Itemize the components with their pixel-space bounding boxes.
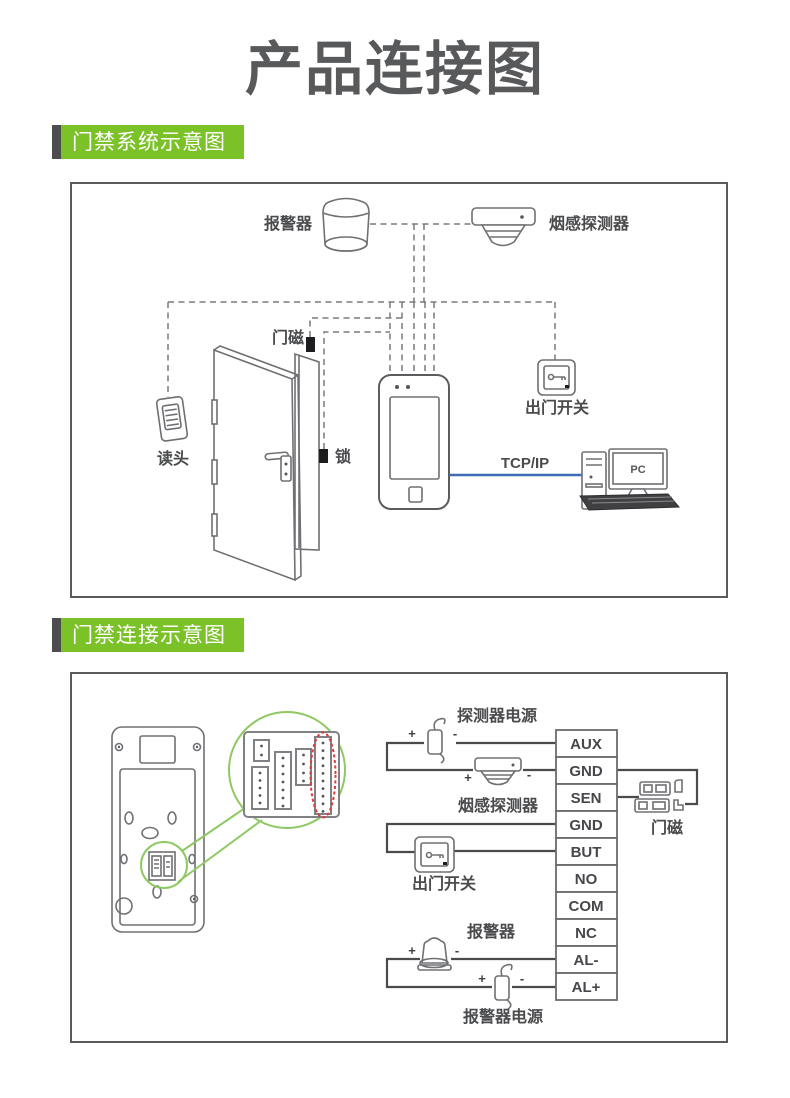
door-magnet-sensor xyxy=(306,337,315,352)
wiring xyxy=(385,741,699,989)
detector-power-icon xyxy=(427,717,446,764)
door-magnet-icon xyxy=(634,779,684,813)
terminal-label: AUX xyxy=(570,736,602,753)
label-accent-bar xyxy=(52,125,61,159)
exit-switch-icon xyxy=(414,836,455,873)
zoom-source-circle xyxy=(140,841,188,889)
minus-sign: - xyxy=(527,767,531,782)
section-label-text: 门禁连接示意图 xyxy=(61,618,244,652)
smoke-label: 烟感探测器 xyxy=(458,796,539,815)
exit-switch-label: 出门开关 xyxy=(412,874,476,893)
smoke-label: 烟感探测器 xyxy=(549,214,630,233)
pc-label: PC xyxy=(630,464,645,476)
system-diagram-svg: 报警器 烟感探测器 读头 xyxy=(155,197,681,582)
smoke-detector-icon xyxy=(474,757,522,786)
plus-sign: + xyxy=(408,943,416,958)
door-handle-icon xyxy=(264,451,292,482)
alarm-siren-icon xyxy=(417,937,452,971)
diagram-box-system: 报警器 烟感探测器 读头 xyxy=(70,182,728,598)
exit-switch-icon xyxy=(537,359,576,396)
zoom-detail-circle xyxy=(228,711,346,829)
terminal-label: SEN xyxy=(571,790,602,807)
terminal-label: NO xyxy=(575,871,598,888)
pc-icon xyxy=(579,448,681,511)
terminal-label: AL- xyxy=(574,952,599,969)
dashed-wires xyxy=(167,223,556,449)
lock-sensor xyxy=(319,449,328,463)
minus-sign: - xyxy=(520,971,524,986)
door-magnet-label: 门磁 xyxy=(651,818,683,837)
alarm-label: 报警器 xyxy=(467,922,516,941)
section-label-system: 门禁系统示意图 xyxy=(52,125,244,159)
exit-switch-label: 出门开关 xyxy=(525,398,589,417)
terminal-label: AL+ xyxy=(572,979,601,996)
section-label-text: 门禁系统示意图 xyxy=(61,125,244,159)
detector-power-label: 探测器电源 xyxy=(457,706,537,725)
alarm-siren-icon xyxy=(322,197,370,252)
plus-sign: + xyxy=(478,971,486,986)
smoke-detector-icon xyxy=(471,207,536,247)
terminal-block: AUX GND SEN GND BUT NO COM NC AL- AL+ xyxy=(555,729,618,1001)
diagram-box-wiring: + - 探测器电源 + - 烟感探测器 出门开关 xyxy=(70,672,728,1043)
wiring-diagram-svg: + - 探测器电源 + - 烟感探测器 出门开关 xyxy=(111,706,699,1026)
alarm-power-icon xyxy=(494,963,513,1010)
minus-sign: - xyxy=(453,726,457,741)
door-magnet-label: 门磁 xyxy=(272,328,304,347)
tcpip-label: TCP/IP xyxy=(501,455,549,472)
plus-sign: + xyxy=(464,770,472,785)
connector-block-detail xyxy=(243,731,340,819)
page-title: 产品连接图 xyxy=(244,37,545,102)
terminal-label: COM xyxy=(569,898,604,915)
reader-label: 读头 xyxy=(157,449,189,468)
section-label-wiring: 门禁连接示意图 xyxy=(52,618,244,652)
alarm-power-label: 报警器电源 xyxy=(463,1007,543,1026)
access-terminal-icon xyxy=(378,374,450,510)
alarm-label: 报警器 xyxy=(264,214,313,233)
device-backplate xyxy=(111,726,205,933)
terminal-label: NC xyxy=(575,925,597,942)
lock-label: 锁 xyxy=(335,447,351,466)
reader-icon xyxy=(155,395,189,442)
terminal-label: BUT xyxy=(571,844,602,861)
zoom-connector-lines xyxy=(177,807,263,883)
door-drawing xyxy=(211,345,320,582)
minus-sign: - xyxy=(455,943,459,958)
plus-sign: + xyxy=(408,726,416,741)
label-accent-bar xyxy=(52,618,61,652)
highlighted-connector-oval xyxy=(309,731,337,819)
terminal-label: GND xyxy=(569,763,603,780)
terminal-label: GND xyxy=(569,817,603,834)
